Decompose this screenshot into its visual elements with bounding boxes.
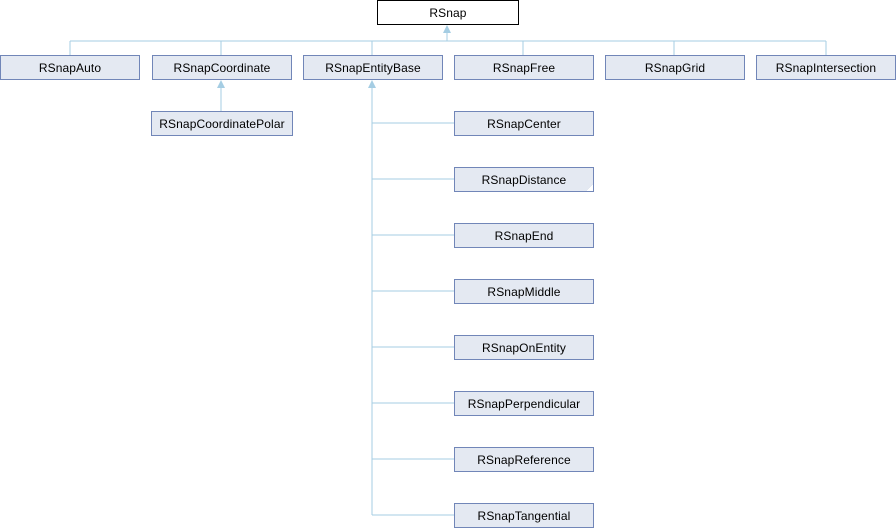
class-node-rsnapcoordinate[interactable]: RSnapCoordinate [152, 55, 292, 80]
class-node-label: RSnapCoordinatePolar [159, 116, 285, 131]
class-node-label: RSnapGrid [644, 60, 706, 75]
class-node-label: RSnapOnEntity [481, 340, 566, 355]
class-node-rsnapend[interactable]: RSnapEnd [454, 223, 594, 248]
class-node-label: RSnapTangential [477, 508, 571, 523]
arrowhead-root [443, 25, 451, 33]
class-node-rsnapdistance[interactable]: RSnapDistance [454, 167, 594, 192]
class-node-rsnapperpendicular[interactable]: RSnapPerpendicular [454, 391, 594, 416]
class-node-rsnapintersection[interactable]: RSnapIntersection [756, 55, 896, 80]
arrowhead-rsnapentitybase [368, 80, 376, 88]
class-node-label: RSnapEnd [494, 228, 554, 243]
class-node-label: RSnapAuto [38, 60, 102, 75]
class-node-rsnap[interactable]: RSnap [377, 0, 519, 25]
class-node-rsnapauto[interactable]: RSnapAuto [0, 55, 140, 80]
arrowhead-rsnapcoordinate [217, 80, 225, 88]
class-node-label: RSnapReference [477, 452, 571, 467]
class-node-rsnaptangential[interactable]: RSnapTangential [454, 503, 594, 528]
class-node-rsnapentitybase[interactable]: RSnapEntityBase [303, 55, 443, 80]
class-node-label: RSnapCoordinate [173, 60, 271, 75]
class-node-rsnaponentity[interactable]: RSnapOnEntity [454, 335, 594, 360]
class-node-label: RSnapDistance [481, 172, 567, 187]
class-node-label: RSnapMiddle [487, 284, 561, 299]
class-node-rsnapcenter[interactable]: RSnapCenter [454, 111, 594, 136]
class-node-rsnapmiddle[interactable]: RSnapMiddle [454, 279, 594, 304]
class-node-rsnapreference[interactable]: RSnapReference [454, 447, 594, 472]
class-node-rsnapgrid[interactable]: RSnapGrid [605, 55, 745, 80]
class-node-label: RSnapFree [492, 60, 556, 75]
class-node-rsnapfree[interactable]: RSnapFree [454, 55, 594, 80]
class-node-label: RSnapIntersection [775, 60, 877, 75]
class-node-label: RSnapCenter [487, 116, 561, 131]
class-node-label: RSnap [429, 5, 467, 20]
class-node-label: RSnapPerpendicular [467, 396, 581, 411]
class-node-label: RSnapEntityBase [325, 60, 421, 75]
class-node-rsnapcoordinatepolar[interactable]: RSnapCoordinatePolar [151, 111, 293, 136]
